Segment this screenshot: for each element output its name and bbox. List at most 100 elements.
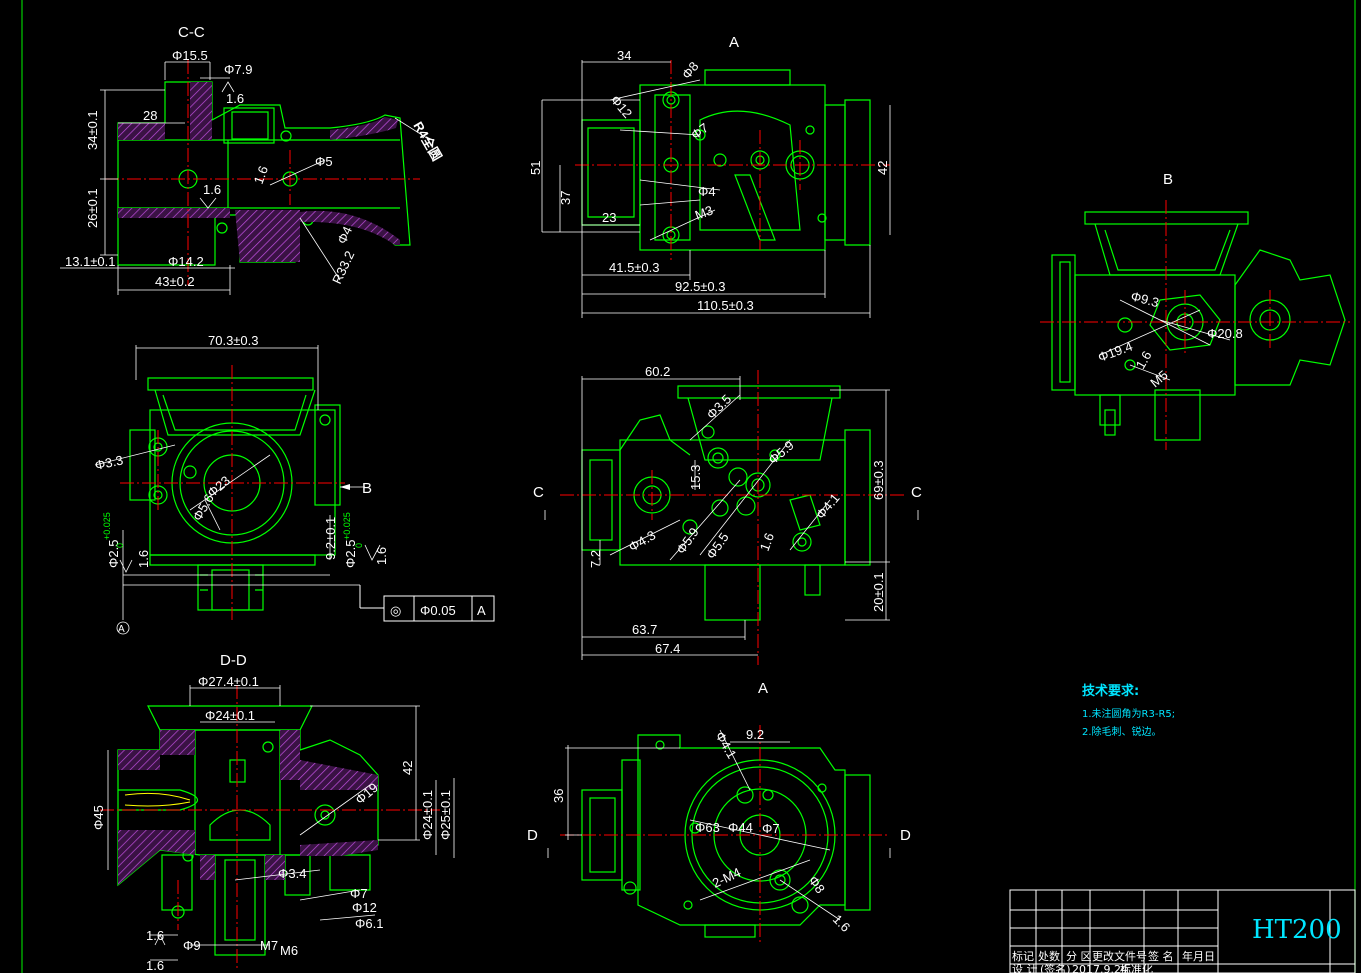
b-dim-1-6: 1.6 — [1133, 348, 1155, 371]
side-label-c-left: C — [533, 484, 544, 501]
side-dim-phi4-1: Φ4.1 — [813, 490, 843, 521]
side-dim-60-2: 60.2 — [645, 364, 670, 379]
front-surface-1-6-left: 1.6 — [136, 550, 151, 568]
tb-header-date: 年月日 — [1182, 949, 1215, 963]
cc-dim-13-1: 13.1±0.1 — [65, 254, 116, 269]
cc-dim-34: 34±0.1 — [85, 110, 100, 150]
tb-design-sign: (签名) — [1040, 962, 1071, 973]
dd-dim-m6: M6 — [280, 943, 298, 958]
cc-surface-1-6b: 1.6 — [203, 182, 221, 197]
dd-dim-phi12: Φ12 — [352, 900, 377, 915]
cc-dim-43: 43±0.2 — [155, 274, 195, 289]
dd-dim-phi45: Φ45 — [91, 805, 106, 830]
side-label-a: A — [758, 680, 768, 697]
front-label-b: B — [362, 480, 372, 497]
dd-dim-phi27-4: Φ27.4±0.1 — [198, 674, 259, 689]
side-dim-7-2: 7.2 — [588, 550, 603, 568]
dd-dim-42: 42 — [400, 761, 415, 775]
bottom-dim-phi44: Φ44 — [728, 820, 753, 835]
technical-requirements: 技术要求: 1.未注圆角为R3-R5; 2.除毛刺、锐边。 — [1082, 683, 1175, 738]
dd-dim-m7: M7 — [260, 938, 278, 953]
view-side: 60.2 Φ3.5 Φ5.9 15.3 C C 69±0.3 Φ4.1 Φ4.3… — [533, 364, 922, 697]
side-surface-1-6: 1.6 — [757, 531, 777, 553]
bottom-dim-2-m4: 2-M4 — [710, 865, 743, 891]
tb-design-date: 2017.9.24 — [1072, 963, 1128, 973]
view-b-title: B — [1163, 171, 1173, 188]
b-dim-phi20-8: Φ20.8 — [1207, 326, 1243, 341]
a-dim-34: 34 — [617, 48, 631, 63]
dd-dim-phi6-1: Φ6.1 — [355, 916, 383, 931]
notes-title: 技术要求: — [1082, 683, 1139, 699]
front-dim-phi3-3: Φ3.3 — [94, 452, 125, 473]
a-dim-42: 42 — [875, 161, 890, 175]
cc-dim-phi7-9: Φ7.9 — [224, 62, 252, 77]
bottom-dim-9-2: 9.2 — [746, 727, 764, 742]
geometric-tolerance-frame: ◎ Φ0.05 A — [359, 585, 495, 622]
tb-header-change-doc: 更改文件号 — [1092, 949, 1147, 963]
side-dim-15-3: 15.3 — [688, 465, 703, 490]
a-dim-m3: M3 — [693, 203, 715, 223]
notes-line-2: 2.除毛刺、锐边。 — [1082, 725, 1162, 738]
tb-header-count: 处数 — [1038, 950, 1060, 963]
a-dim-51: 51 — [528, 161, 543, 175]
b-dim-phi9-3: Φ9.3 — [1129, 288, 1160, 310]
front-tol-upper-left: +0.025 — [102, 512, 112, 540]
dd-surface-1-6b: 1.6 — [146, 958, 164, 973]
side-dim-phi5-5: Φ5.5 — [703, 530, 732, 562]
cc-surface-1-6c: 1.6 — [251, 164, 271, 186]
side-dim-phi5-9-top: Φ5.9 — [765, 438, 796, 468]
cc-dim-phi5: Φ5 — [315, 154, 333, 169]
tb-design-label: 设 计 — [1012, 963, 1038, 973]
dd-surface-1-6a: 1.6 — [146, 928, 164, 943]
view-b: B — [1040, 171, 1350, 450]
cc-dim-r4: R4全圆 — [410, 119, 444, 163]
section-dd-view: D-D — [91, 652, 455, 973]
notes-line-1: 1.未注圆角为R3-R5; — [1082, 707, 1175, 720]
section-cc-title: C-C — [178, 24, 205, 41]
view-a-title: A — [729, 34, 739, 51]
bottom-dim-36: 36 — [551, 789, 566, 803]
bottom-dim-phi4-1: Φ4.1 — [712, 729, 739, 761]
a-dim-phi4: Φ4 — [698, 184, 716, 199]
bottom-dim-phi7: Φ7 — [762, 821, 780, 836]
tb-header-mark: 标记 — [1012, 949, 1034, 963]
front-datum-a: A — [118, 624, 125, 635]
a-dim-phi12: Φ12 — [608, 92, 635, 121]
dd-dim-phi9: Φ9 — [183, 938, 201, 953]
side-label-c-right: C — [911, 484, 922, 501]
a-dim-41-5: 41.5±0.3 — [609, 260, 660, 275]
section-dd-title: D-D — [220, 652, 247, 669]
front-surface-1-6-right: 1.6 — [374, 547, 389, 565]
concentricity-symbol: ◎ — [390, 603, 401, 618]
dd-dim-phi24-top: Φ24±0.1 — [205, 708, 255, 723]
dd-dim-phi25: Φ25±0.1 — [438, 790, 453, 840]
cc-dim-26: 26±0.1 — [85, 188, 100, 228]
view-front: 70.3±0.3 Φ3.3 Φ23 Φ5.6 B 9.2±0.1 Φ2.5 Φ2… — [94, 333, 495, 635]
side-dim-63-7: 63.7 — [632, 622, 657, 637]
cc-dim-phi14-2: Φ14.2 — [168, 254, 204, 269]
a-dim-92-5: 92.5±0.3 — [675, 279, 726, 294]
bottom-surface-1-6: 1.6 — [830, 912, 853, 935]
tolerance-value: Φ0.05 — [420, 603, 456, 618]
a-dim-23: 23 — [602, 210, 616, 225]
b-dim-m5: M5 — [1147, 367, 1170, 390]
tolerance-datum: A — [477, 603, 486, 618]
a-dim-37: 37 — [558, 191, 573, 205]
front-tol-lower-left: 0 — [115, 543, 125, 548]
side-dim-69: 69±0.3 — [871, 460, 886, 500]
front-tol-lower-right: 0 — [354, 543, 364, 548]
dd-dim-phi3-4: Φ3.4 — [278, 866, 306, 881]
bottom-dim-phi63: Φ63 — [695, 820, 720, 835]
tb-standardization: 标准化 — [1120, 962, 1153, 973]
front-tol-upper-right: +0.025 — [342, 512, 352, 540]
title-block: HT200 标记 处数 分 区 更改文件号 签 名 年月日 设 计 (签名) 2… — [1009, 889, 1356, 973]
section-cc-view: C-C — [60, 24, 445, 295]
cc-dim-28: 28 — [143, 108, 157, 123]
side-dim-20: 20±0.1 — [871, 572, 886, 612]
front-dim-70-3: 70.3±0.3 — [208, 333, 259, 348]
b-dim-phi19-4: Φ19.4 — [1096, 339, 1135, 365]
a-dim-110-5: 110.5±0.3 — [697, 298, 754, 313]
view-bottom: 9.2 Φ4.1 36 Φ63 Φ44 Φ7 D D 2-M4 Φ8 1.6 — [527, 725, 911, 945]
material-label: HT200 — [1252, 915, 1342, 945]
front-dim-phi2-5-left: Φ2.5 — [106, 540, 121, 568]
